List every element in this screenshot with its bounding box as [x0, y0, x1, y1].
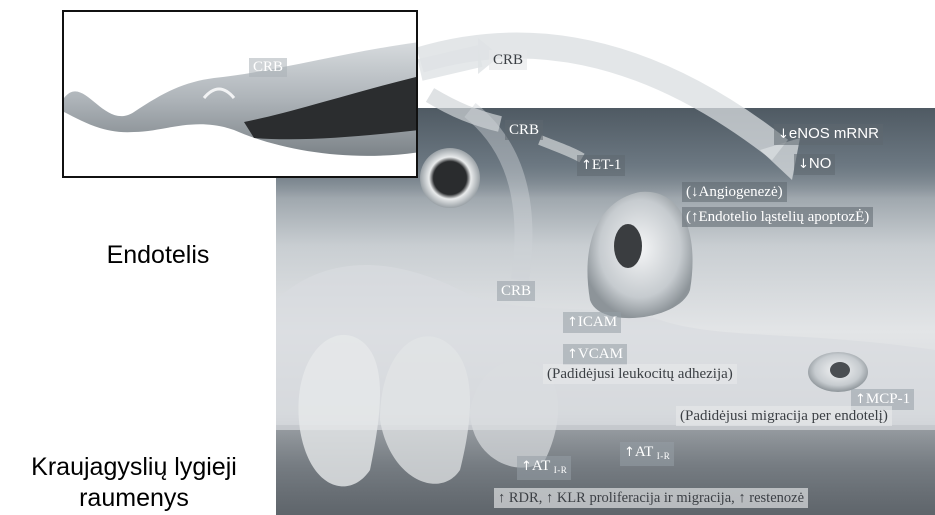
crb-label-top: CRB — [489, 50, 527, 70]
adhezija-label: (Padidėjusi leukocitų adhezija) — [543, 364, 737, 384]
up-arrow-icon: ↑ — [567, 347, 578, 362]
migrating-cell-nucleus — [830, 362, 850, 378]
bottom-effects-label: ↑ RDR, ↑ KLR proliferacija ir migracija,… — [494, 488, 808, 508]
arrow-to-et1 — [540, 140, 582, 158]
raumenys-label-line1: Kraujagyslių lygieji — [0, 452, 268, 482]
et1-label: ↑ET-1 — [577, 155, 625, 176]
vessel-inset-art — [64, 12, 418, 178]
raumenys-label-line2: raumenys — [0, 483, 268, 513]
vcam-label: ↑VCAM — [563, 344, 627, 365]
angiogeneze-label: (↓Angiogenezė) — [682, 182, 787, 202]
no-label: ↓NO — [794, 154, 835, 175]
down-arrow-icon: ↓ — [778, 127, 789, 142]
down-arrow-icon: ↓ — [798, 157, 809, 172]
at2-label: ↑AT I-R — [620, 442, 674, 466]
apoptoze-label: (↑Endotelio ląstelių apoptozĖ) — [682, 207, 873, 227]
up-arrow-icon: ↑ — [581, 158, 592, 173]
vessel-inset: CRB — [62, 10, 418, 178]
endotelis-label: Endotelis — [78, 240, 238, 270]
crb-label-low: CRB — [497, 281, 535, 301]
icam-label: ↑ICAM — [563, 312, 621, 333]
up-arrow-icon: ↑ — [855, 392, 866, 407]
up-arrow-icon: ↑ — [624, 445, 635, 460]
at1-label: ↑AT I-R — [517, 456, 571, 480]
leukocyte-nucleus — [614, 224, 642, 268]
up-arrow-icon: ↑ — [567, 315, 578, 330]
arrow-to-crb — [420, 56, 480, 70]
crb-label-mid: CRB — [505, 120, 543, 140]
migracija-label: (Padidėjusi migracija per endotelį) — [676, 406, 892, 426]
vessel-ring — [420, 148, 480, 208]
crb-label-inset: CRB — [249, 58, 287, 77]
enos-label: ↓eNOS mRNR — [774, 124, 883, 145]
up-arrow-icon: ↑ — [521, 459, 532, 474]
